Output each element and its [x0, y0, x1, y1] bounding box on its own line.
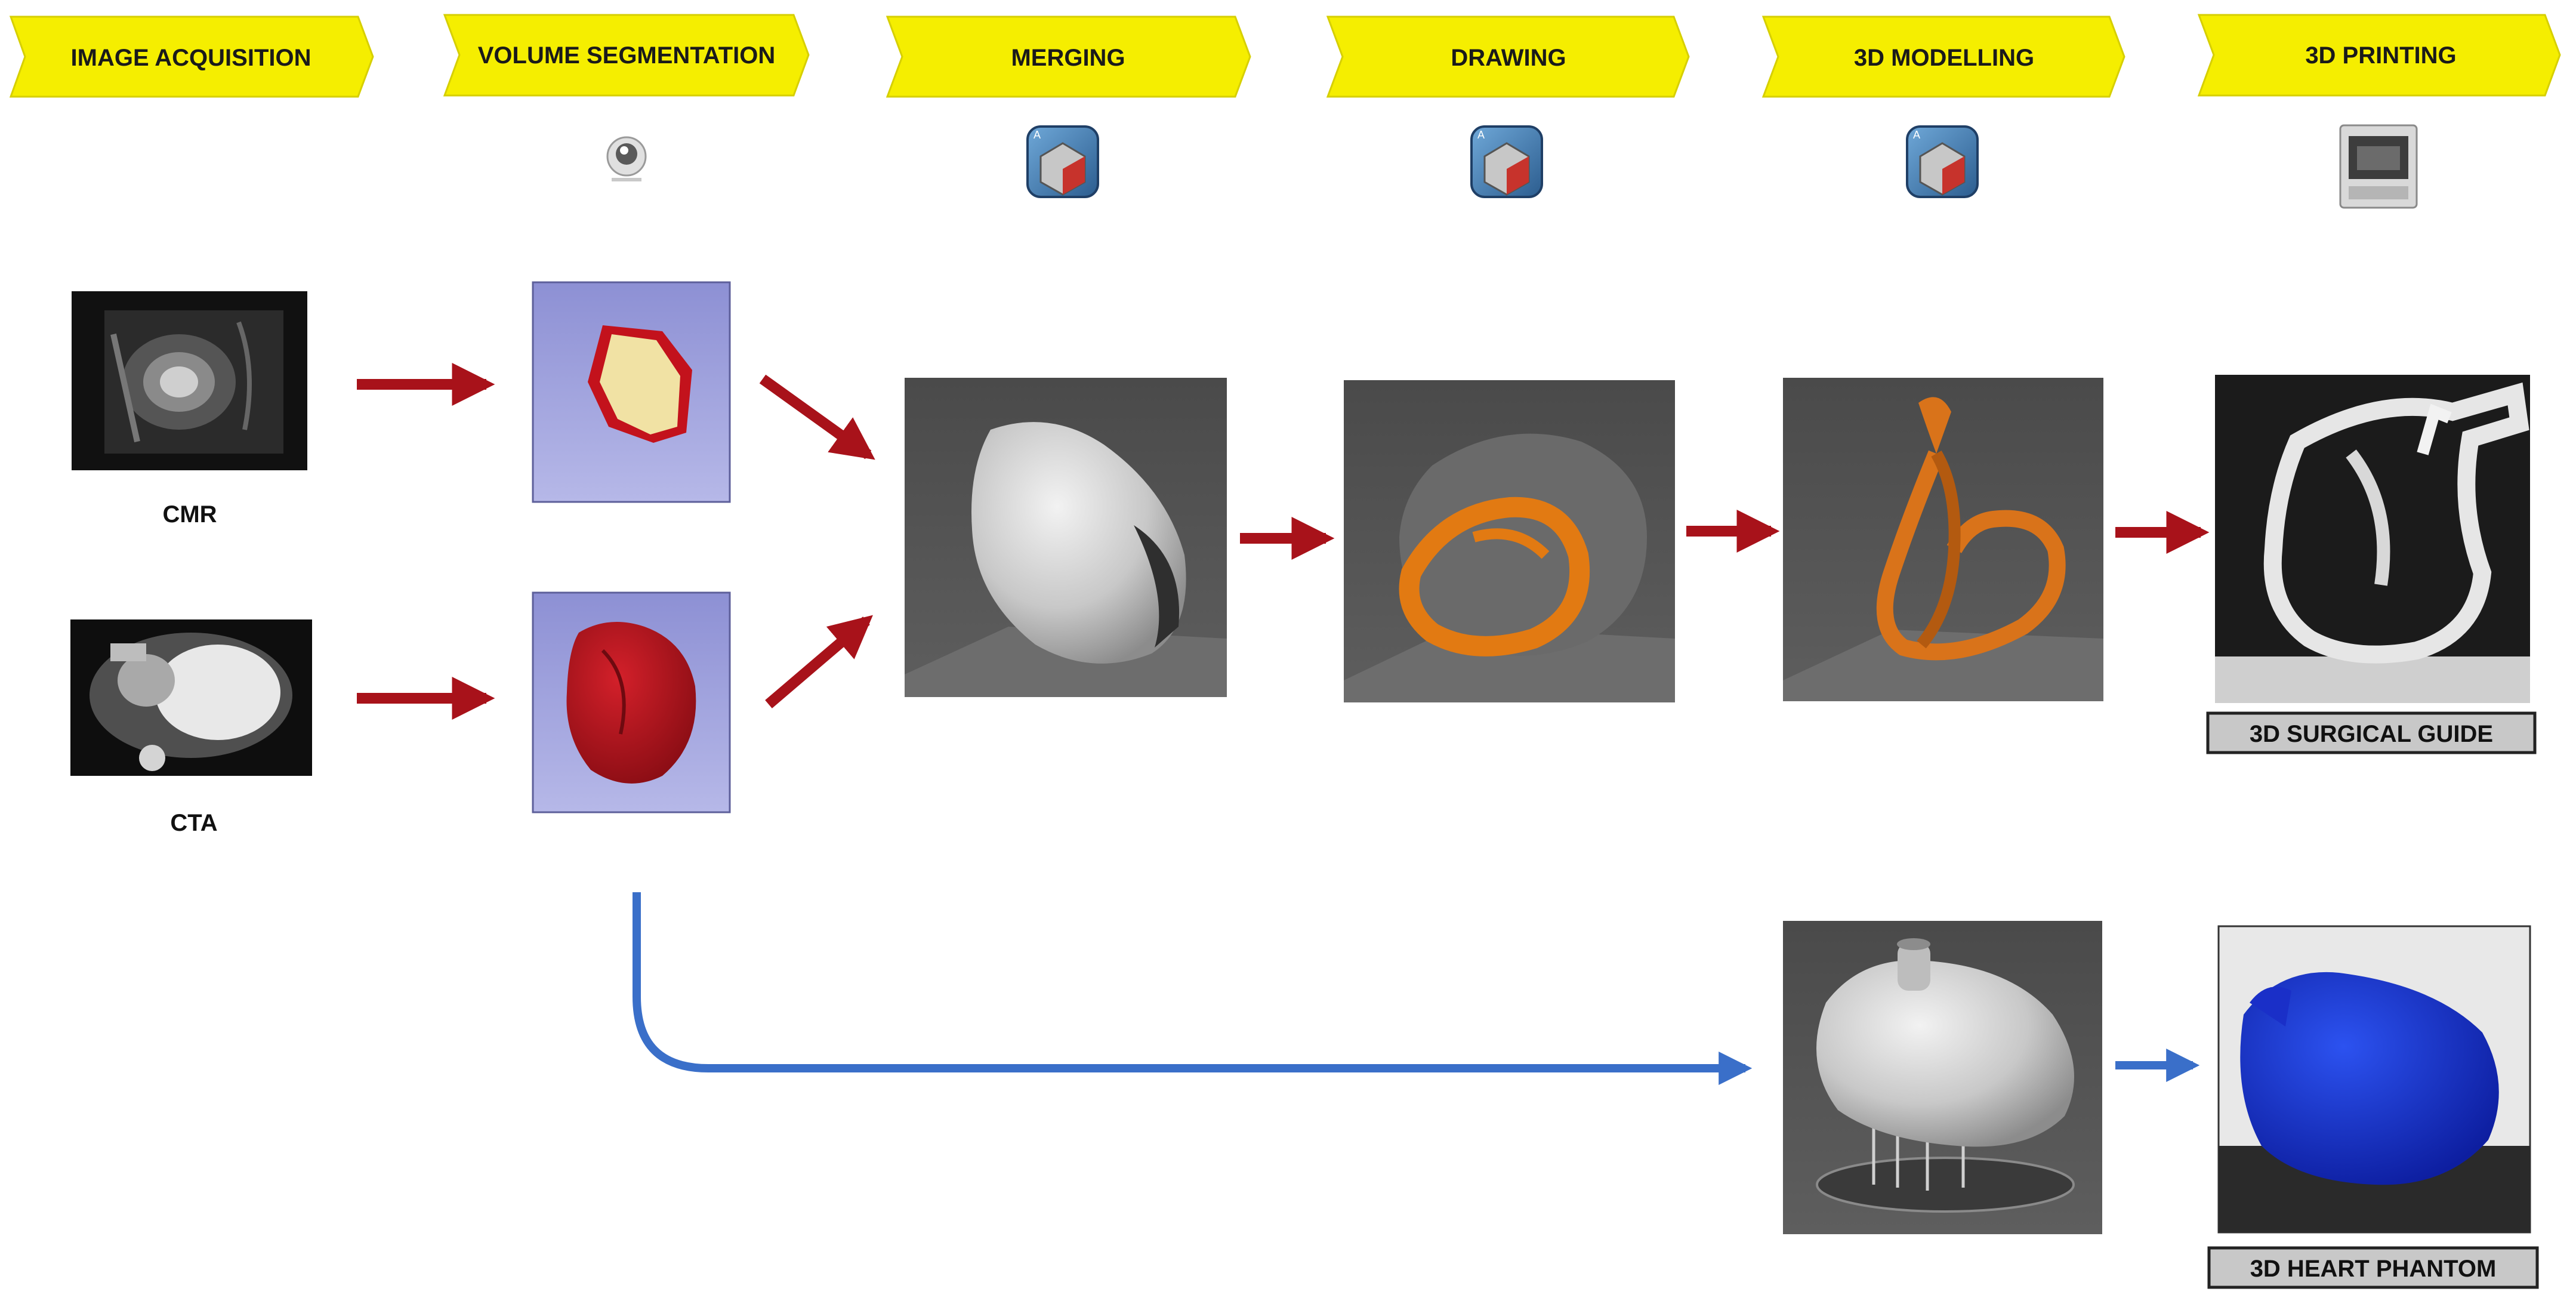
drawing-render-image	[1344, 380, 1675, 702]
cad-cube-icon: A	[1026, 125, 1099, 198]
3d-slicer-icon	[606, 136, 647, 181]
phantom-render-image	[1783, 921, 2102, 1234]
cta-scan-image	[70, 619, 312, 776]
cad-cube-icon: A	[1470, 125, 1543, 198]
heart-phantom-photo	[2217, 925, 2531, 1234]
step-label: VOLUME SEGMENTATION	[478, 42, 776, 69]
cmr-label: CMR	[162, 501, 217, 528]
step-label: 3D MODELLING	[1854, 45, 2034, 71]
heart-phantom-label-box: 3D HEART PHANTOM	[2207, 1246, 2539, 1289]
step-label: IMAGE ACQUISITION	[71, 45, 311, 71]
merging-render-image	[905, 378, 1227, 697]
step-banner-volume-segmentation: VOLUME SEGMENTATION	[443, 14, 810, 97]
arrow-cta-seg-to-merging	[765, 615, 873, 708]
cad-cube-icon: A	[1906, 125, 1979, 198]
surgical-guide-label-box: 3D SURGICAL GUIDE	[2206, 711, 2537, 754]
step-banner-merging: MERGING	[886, 16, 1251, 98]
cmr-segmentation-panel	[532, 281, 731, 503]
surgical-guide-label: 3D SURGICAL GUIDE	[2250, 721, 2493, 747]
arrow-cmr-seg-to-merging	[759, 374, 875, 460]
step-banner-3d-modelling: 3D MODELLING	[1761, 16, 2125, 98]
svg-text:A: A	[1477, 129, 1485, 141]
step-label: DRAWING	[1451, 45, 1566, 71]
step-label: MERGING	[1011, 45, 1125, 71]
heart-phantom-label: 3D HEART PHANTOM	[2250, 1256, 2497, 1282]
step-banner-drawing: DRAWING	[1326, 16, 1690, 98]
surgical-guide-photo	[2215, 375, 2530, 703]
modelling-render-image	[1783, 378, 2103, 701]
svg-text:A: A	[1913, 129, 1920, 141]
step-banner-image-acquisition: IMAGE ACQUISITION	[9, 16, 374, 98]
svg-text:A: A	[1034, 129, 1041, 141]
cta-label: CTA	[170, 810, 217, 836]
3d-printer-icon	[2339, 124, 2418, 209]
cta-segmentation-panel	[532, 591, 731, 813]
arrow-segmentation-to-phantom-model	[633, 892, 1753, 1085]
cmr-scan-image	[72, 291, 307, 470]
step-label: 3D PRINTING	[2305, 42, 2456, 69]
step-banner-3d-printing: 3D PRINTING	[2197, 14, 2561, 97]
